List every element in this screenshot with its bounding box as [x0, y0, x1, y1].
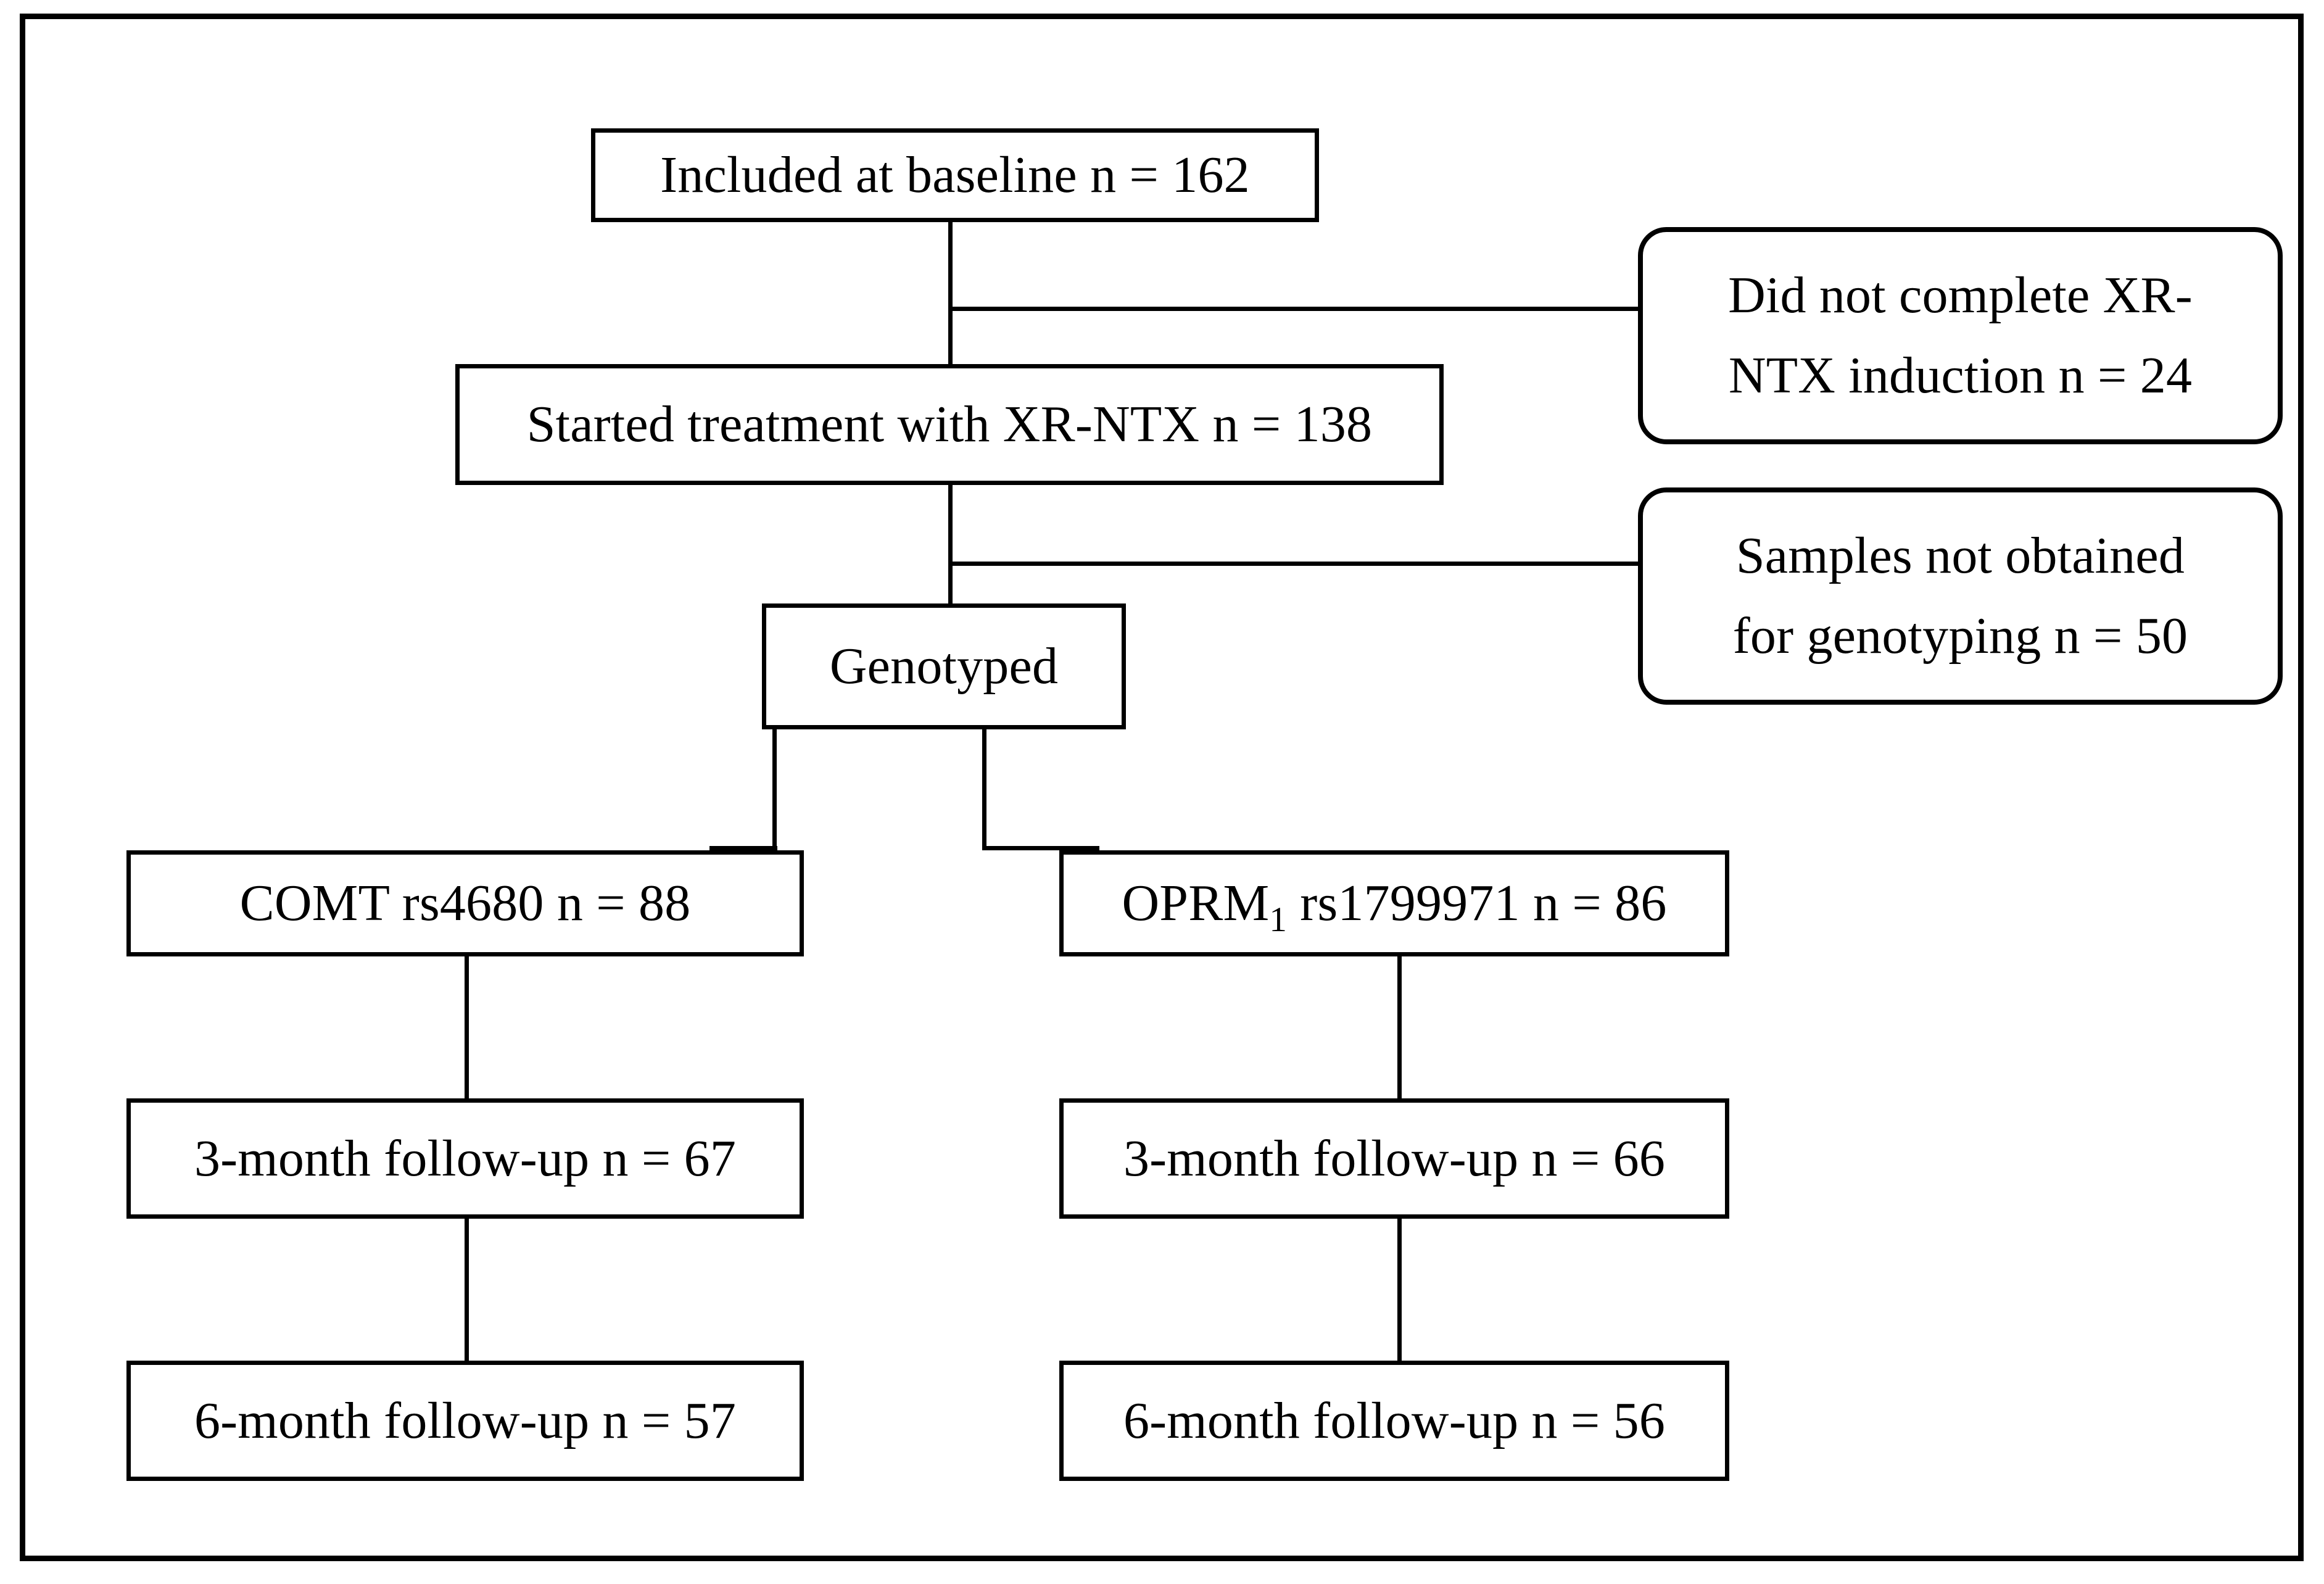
connector-started-to-excluded-induction	[948, 307, 1642, 311]
node-samples-not-obtained[interactable]: Samples not obtained for genotyping n = …	[1638, 487, 2283, 705]
node-oprm1-rest: rs1799971 n = 86	[1287, 874, 1667, 932]
node-started-treatment-label: Started treatment with XR-NTX n = 138	[526, 396, 1373, 454]
connector-genotyped-right-horizontal	[982, 846, 1099, 850]
node-oprm1-6-month-followup[interactable]: 6-month follow-up n = 56	[1059, 1361, 1729, 1481]
node-did-not-complete-induction-line1: Did not complete XR-	[1728, 266, 2193, 324]
connector-baseline-to-started	[948, 221, 953, 367]
node-comt-6-month-followup-label: 6-month follow-up n = 57	[194, 1391, 737, 1449]
node-did-not-complete-induction-line2: NTX induction n = 24	[1728, 347, 2193, 404]
node-included-at-baseline[interactable]: Included at baseline n = 162	[591, 128, 1319, 222]
connector-started-to-excluded-samples	[948, 562, 1642, 566]
node-genotyped-label: Genotyped	[829, 637, 1059, 695]
connector-oprm1-to-3month	[1397, 956, 1402, 1098]
connector-started-to-genotyped	[948, 485, 953, 603]
node-comt-3-month-followup[interactable]: 3-month follow-up n = 67	[126, 1098, 804, 1219]
node-oprm1-3-month-followup[interactable]: 3-month follow-up n = 66	[1059, 1098, 1729, 1219]
node-oprm1-3-month-followup-label: 3-month follow-up n = 66	[1123, 1129, 1666, 1187]
node-genotyped[interactable]: Genotyped	[762, 603, 1126, 729]
node-started-treatment[interactable]: Started treatment with XR-NTX n = 138	[455, 364, 1444, 485]
node-comt-6-month-followup[interactable]: 6-month follow-up n = 57	[126, 1361, 804, 1481]
node-oprm1-gene-subscript: 1	[1269, 900, 1288, 940]
connector-comt-3month-to-6month	[465, 1219, 469, 1361]
connector-genotyped-left-vertical	[772, 729, 777, 850]
node-comt-rs4680-label: COMT rs4680 n = 88	[239, 874, 691, 932]
node-samples-not-obtained-line1: Samples not obtained	[1735, 526, 2185, 584]
node-oprm1-rs1799971-label: OPRM1 rs1799971 n = 86	[1064, 868, 1725, 938]
node-included-at-baseline-label: Included at baseline n = 162	[660, 146, 1250, 204]
connector-genotyped-left-horizontal	[709, 846, 777, 850]
node-oprm1-rs1799971[interactable]: OPRM1 rs1799971 n = 86	[1059, 850, 1729, 956]
node-oprm1-gene: OPRM	[1122, 874, 1270, 932]
connector-oprm1-3month-to-6month	[1397, 1219, 1402, 1361]
connector-genotyped-right-vertical	[982, 729, 986, 850]
node-did-not-complete-induction[interactable]: Did not complete XR- NTX induction n = 2…	[1638, 227, 2283, 444]
connector-comt-to-3month	[465, 956, 469, 1098]
node-samples-not-obtained-line2: for genotyping n = 50	[1732, 607, 2188, 665]
node-comt-3-month-followup-label: 3-month follow-up n = 67	[194, 1129, 737, 1187]
node-comt-rs4680[interactable]: COMT rs4680 n = 88	[126, 850, 804, 956]
node-oprm1-6-month-followup-label: 6-month follow-up n = 56	[1123, 1391, 1666, 1449]
